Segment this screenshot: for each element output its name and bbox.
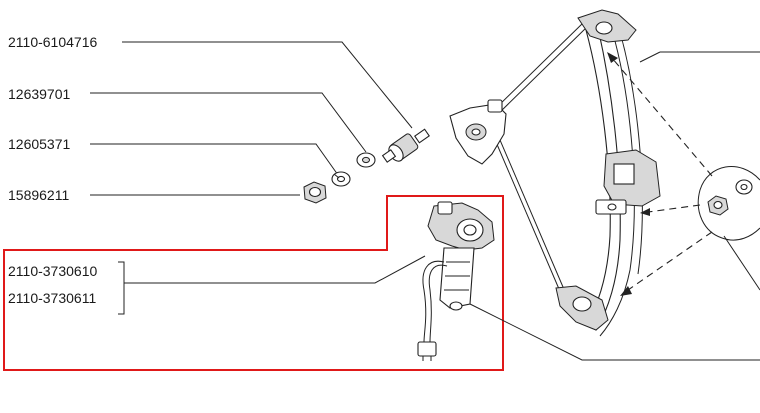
label-2110-3730610: 2110-3730610 <box>8 263 97 279</box>
hex-nut <box>303 181 327 204</box>
label-15896211: 15896211 <box>8 187 69 203</box>
window-regulator <box>449 9 661 337</box>
regulator-motor <box>417 201 495 361</box>
label-12639701: 12639701 <box>8 86 71 102</box>
leader-line-12639701 <box>90 92 367 153</box>
label-2110-6104716: 2110-6104716 <box>8 34 97 50</box>
leader-line-assembly <box>469 303 760 361</box>
detail-callout <box>639 51 760 291</box>
leader-line-motor <box>124 255 426 284</box>
assembly-arrows <box>607 52 713 296</box>
label-2110-3730611: 2110-3730611 <box>8 290 96 306</box>
highlight-frame <box>3 195 504 371</box>
label-bracket <box>118 261 125 315</box>
leader-line-6104716 <box>122 41 413 129</box>
leader-line-12605371 <box>90 143 339 176</box>
rubber-bushing <box>381 128 430 163</box>
lock-washer <box>331 171 351 187</box>
label-12605371: 12605371 <box>8 136 71 152</box>
flat-washer <box>356 152 376 168</box>
